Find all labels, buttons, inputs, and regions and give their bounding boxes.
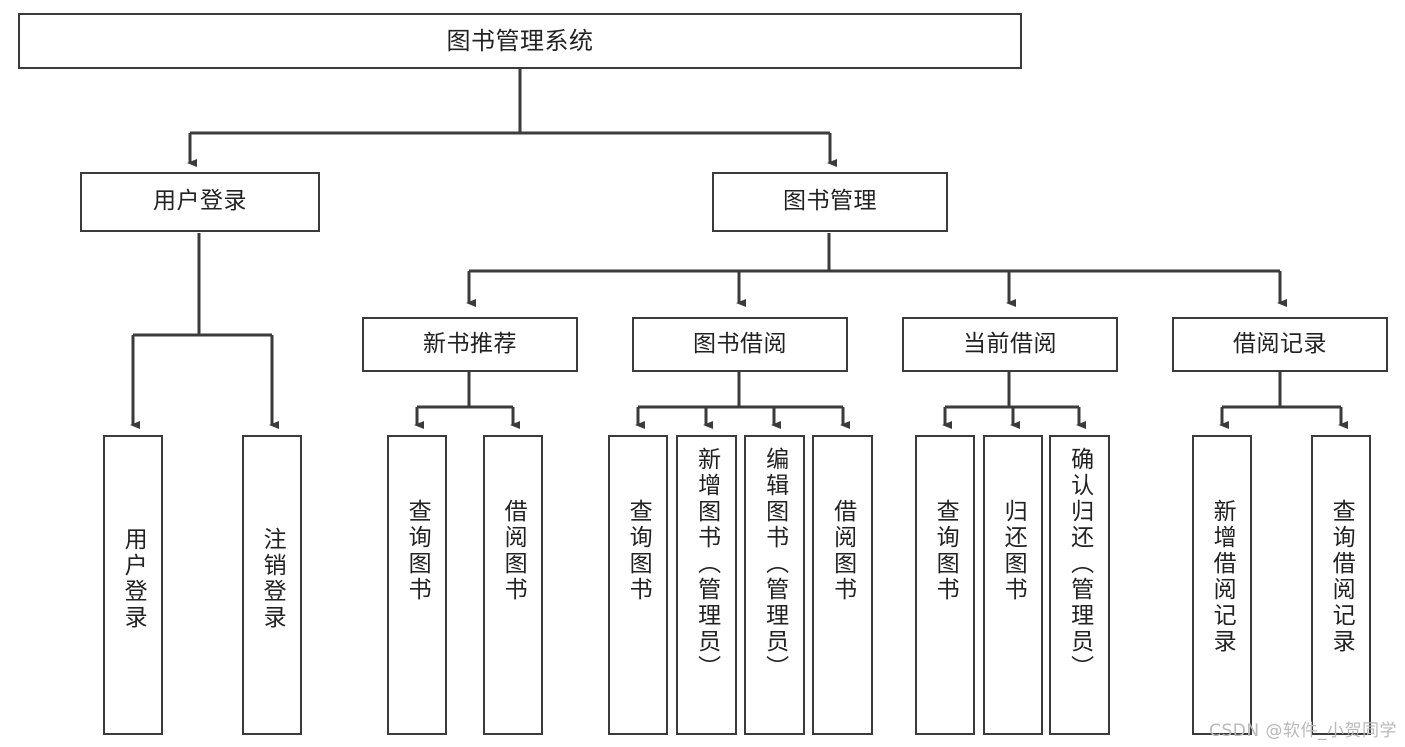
leaf-new-book-query[interactable]: 查询图书 <box>387 435 447 735</box>
node-label: 查询图书 <box>932 499 959 603</box>
leaf-borrow-borrow-book[interactable]: 借阅图书 <box>812 435 873 735</box>
node-label: 图书管理系统 <box>446 26 594 55</box>
node-label: 归还图书 <box>1000 499 1027 603</box>
node-label: 当前借阅 <box>963 330 1057 357</box>
node-new-book-recommend[interactable]: 新书推荐 <box>362 317 578 372</box>
leaf-borrow-add-book[interactable]: 新增图书（管理员） <box>676 435 737 735</box>
node-label: 借阅记录 <box>1233 330 1327 357</box>
leaf-borrow-edit-book[interactable]: 编辑图书（管理员） <box>744 435 805 735</box>
node-label: 借阅图书 <box>829 499 856 603</box>
node-label: 新书推荐 <box>423 330 517 357</box>
leaf-user-login-logout[interactable]: 注销登录 <box>242 435 302 735</box>
node-label: 查询图书 <box>625 499 652 603</box>
leaf-record-add[interactable]: 新增借阅记录 <box>1192 435 1252 735</box>
node-label: 新增借阅记录 <box>1209 499 1236 655</box>
node-label: 编辑图书（管理员） <box>761 447 788 681</box>
node-label: 图书借阅 <box>693 330 787 357</box>
leaf-current-confirm-return[interactable]: 确认归还（管理员） <box>1049 435 1110 735</box>
node-current-borrow[interactable]: 当前借阅 <box>902 317 1118 372</box>
node-user-login[interactable]: 用户登录 <box>80 172 320 232</box>
node-book-management[interactable]: 图书管理 <box>712 172 948 232</box>
node-label: 借阅图书 <box>500 499 527 603</box>
node-label: 用户登录 <box>120 527 147 631</box>
node-label: 查询图书 <box>404 499 431 603</box>
leaf-user-login-login[interactable]: 用户登录 <box>103 435 163 735</box>
node-label: 用户登录 <box>153 188 247 215</box>
node-borrow-record[interactable]: 借阅记录 <box>1172 317 1388 372</box>
leaf-current-return-book[interactable]: 归还图书 <box>983 435 1043 735</box>
node-label: 新增图书（管理员） <box>693 447 720 681</box>
leaf-borrow-query-book[interactable]: 查询图书 <box>608 435 668 735</box>
node-label: 确认归还（管理员） <box>1066 447 1093 681</box>
node-root-system[interactable]: 图书管理系统 <box>18 13 1022 69</box>
leaf-new-book-borrow[interactable]: 借阅图书 <box>483 435 543 735</box>
node-book-borrow[interactable]: 图书借阅 <box>632 317 848 372</box>
leaf-current-query-book[interactable]: 查询图书 <box>915 435 975 735</box>
leaf-record-query[interactable]: 查询借阅记录 <box>1311 435 1371 735</box>
node-label: 查询借阅记录 <box>1328 499 1355 655</box>
watermark: CSDN @软件_小贺同学 <box>1209 721 1397 741</box>
node-label: 图书管理 <box>783 188 877 215</box>
node-label: 注销登录 <box>259 527 286 631</box>
